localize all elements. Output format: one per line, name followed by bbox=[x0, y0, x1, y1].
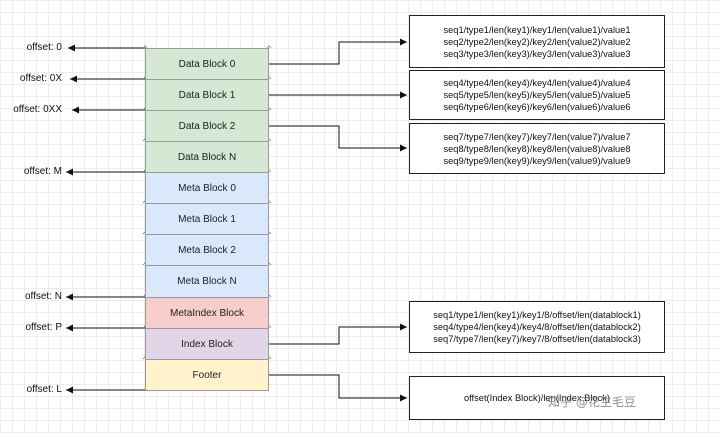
offset-label-n: offset: N bbox=[24, 291, 62, 302]
block-label: Data Block 0 bbox=[178, 58, 236, 70]
entry-line: seq3/type3/len(key3)/key3/len(value3)/va… bbox=[443, 48, 631, 59]
entry-line: seq7/type7/len(key7)/key7/8/offset/len(d… bbox=[433, 334, 641, 344]
data-block-n: Data Block N bbox=[145, 141, 269, 173]
offset-label-l: offset: L bbox=[26, 384, 62, 395]
offset-label-p: offset: P bbox=[25, 322, 62, 333]
block-label: Meta Block N bbox=[177, 276, 237, 287]
data-block-1: Data Block 1 bbox=[145, 79, 269, 111]
index-block: Index Block bbox=[145, 328, 269, 360]
offset-label-m: offset: M bbox=[23, 166, 62, 177]
block-label: Meta Block 0 bbox=[178, 182, 236, 194]
block-label: Data Block 2 bbox=[178, 120, 236, 132]
connector-data-block-2 bbox=[269, 125, 407, 152]
entry-line: seq4/type4/len(key4)/key4/len(value4)/va… bbox=[443, 78, 631, 88]
index-block-entries: seq1/type1/len(key1)/key1/8/offset/len(d… bbox=[409, 301, 665, 353]
entry-line: seq5/type5/len(key5)/key5/len(value5)/va… bbox=[443, 90, 631, 100]
offset-label-0xx: offset: 0XX bbox=[13, 104, 62, 115]
meta-block-1: Meta Block 1 bbox=[145, 203, 269, 235]
data-block-0: Data Block 0 bbox=[145, 48, 269, 80]
block-label: Index Block bbox=[181, 338, 233, 350]
meta-block-0: Meta Block 0 bbox=[145, 172, 269, 204]
meta-block-2: Meta Block 2 bbox=[145, 234, 269, 266]
entry-line: seq8/type8/len(key8)/key8/len(value8)/va… bbox=[443, 143, 631, 154]
connector-index-block bbox=[269, 323, 407, 345]
entry-line: seq2/type2/len(key2)/key2/len(value2)/va… bbox=[443, 36, 631, 47]
entry-line: offset(Index Block)/len(Index Block) bbox=[463, 393, 611, 403]
footer-entries: offset(Index Block)/len(Index Block) bbox=[409, 376, 665, 420]
entry-line: seq4/type4/len(key4)/key4/8/offset/len(d… bbox=[433, 322, 641, 332]
metaindex-block: MetaIndex Block bbox=[145, 297, 269, 329]
entry-line: seq1/type1/len(key1)/key1/len(value1)/va… bbox=[443, 24, 631, 35]
entry-line: seq7/type7/len(key7)/key7/len(value7)/va… bbox=[443, 131, 631, 142]
data-block-2: Data Block 2 bbox=[145, 110, 269, 142]
offset-label-0x: offset: 0X bbox=[19, 73, 62, 84]
watermark: 知乎 @花生毛豆 bbox=[548, 395, 636, 409]
meta-block-n: Meta Block N bbox=[145, 265, 269, 298]
block-label: Meta Block 2 bbox=[178, 244, 236, 256]
offset-label-0: offset: 0 bbox=[26, 42, 62, 53]
data-block-0-entries: seq1/type1/len(key1)/key1/len(value1)/va… bbox=[409, 15, 665, 68]
block-label: Data Block 1 bbox=[178, 89, 236, 101]
entry-line: seq9/type9/len(key9)/key9/len(value9)/va… bbox=[443, 155, 631, 166]
entry-line: seq6/type6/len(key6)/key6/len(value6)/va… bbox=[443, 102, 631, 112]
data-block-1-entries: seq4/type4/len(key4)/key4/len(value4)/va… bbox=[409, 70, 665, 120]
connector-data-block-0 bbox=[269, 38, 407, 65]
block-label: MetaIndex Block bbox=[170, 307, 244, 319]
footer-block: Footer bbox=[145, 359, 269, 391]
block-label: Meta Block 1 bbox=[178, 213, 236, 225]
connector-footer bbox=[269, 374, 407, 402]
block-label: Footer bbox=[192, 369, 222, 381]
block-label: Data Block N bbox=[177, 151, 237, 163]
data-block-2-entries: seq7/type7/len(key7)/key7/len(value7)/va… bbox=[409, 123, 665, 174]
entry-line: seq1/type1/len(key1)/key1/8/offset/len(d… bbox=[433, 310, 641, 320]
